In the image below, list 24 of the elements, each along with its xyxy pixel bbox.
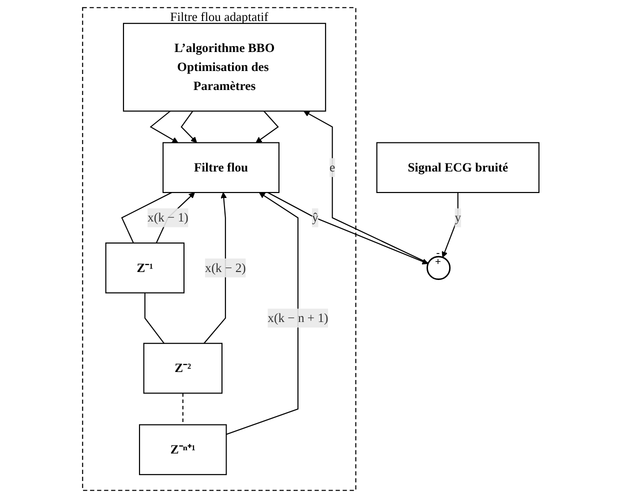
connector (182, 393, 184, 425)
node-box: Signal ECG bruité (376, 142, 540, 194)
arrow (304, 110, 429, 264)
arrow (150, 110, 178, 143)
node-box: Z⁻¹ (106, 242, 185, 294)
connector (121, 192, 172, 244)
arrow (204, 192, 227, 344)
arrow (268, 192, 429, 264)
connector (144, 292, 165, 344)
arrow (226, 192, 299, 435)
edge-label: x(k − n + 1) (268, 310, 328, 325)
node-box: L’algorithme BBO Optimisation des Paramètres (123, 22, 326, 112)
edge-label: e (330, 160, 336, 174)
node-box: Z⁻² (144, 342, 223, 394)
node-box: Z⁻ⁿ⁺¹ (139, 424, 228, 476)
arrow (180, 110, 198, 143)
arrow (442, 192, 459, 258)
node-circle: + (426, 256, 451, 280)
arrow (256, 110, 280, 143)
edge-label: x(k − 1) (148, 210, 189, 224)
edge-label: ŷ (312, 210, 319, 224)
node-box: Filtre flou (162, 142, 280, 194)
edge-label: x(k − 2) (205, 260, 246, 275)
edge-label: y (454, 210, 462, 224)
